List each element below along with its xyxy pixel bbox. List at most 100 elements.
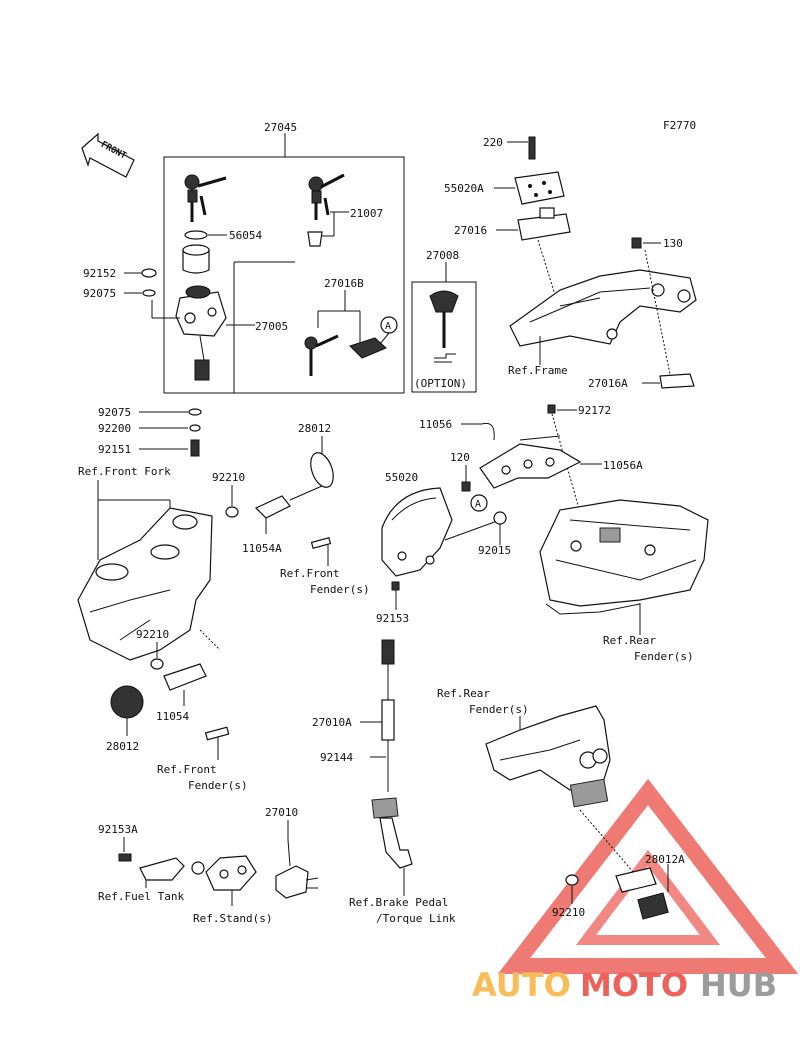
reflector-28012-icon [310, 452, 334, 488]
marker-a-label-2: A [475, 499, 481, 510]
label-92210-rear: 92210 [552, 906, 585, 919]
frame-group: 220 55020A 27016 130 Ref.Frame 27016A [444, 136, 697, 390]
washer-92075-icon [142, 289, 156, 297]
bracket-11054A-icon [254, 495, 291, 519]
ref-brake-b: /Torque Link [376, 912, 456, 925]
brake-pedal-pad-icon [371, 797, 399, 819]
key-icon [184, 174, 227, 222]
label-92144: 92144 [320, 751, 353, 764]
mid-bracket-group: 92172 11056 120 11056A A 55020 92015 921… [376, 404, 643, 625]
label-92152: 92152 [83, 267, 116, 280]
ref-rear-fender-1a: Ref.Rear [603, 634, 656, 647]
label-27045: 27045 [264, 121, 297, 134]
ref-front-fork-label: Ref.Front Fork [78, 465, 171, 478]
label-92210-lower: 92210 [136, 628, 169, 641]
stand-bracket-icon [205, 855, 257, 891]
label-27008: 27008 [426, 249, 459, 262]
brake-switch-27010A-icon [381, 699, 395, 741]
bracket-11054-icon [163, 663, 207, 691]
rear-fender-group-1: Ref.Rear Fender(s) [539, 499, 709, 663]
spacer-92015-icon [493, 511, 507, 525]
screw-220-icon [528, 136, 536, 160]
label-92172: 92172 [578, 404, 611, 417]
cover-55020-icon [381, 487, 453, 577]
reflector-28012A-icon [637, 892, 669, 920]
nut-92210-rear-icon [565, 874, 579, 886]
front-fork-group: Ref.Front Fork 92210 11054A 28012 Ref.Fr… [77, 422, 370, 792]
stand-switch-27010-icon [275, 865, 309, 899]
blank-key-icon [429, 290, 459, 313]
label-21007: 21007 [350, 207, 383, 220]
bolt-front-fender-icon [310, 537, 332, 549]
nut-92210-icon [225, 506, 239, 518]
label-92153: 92153 [376, 612, 409, 625]
bracket-55020A-icon [514, 171, 565, 205]
clip-11056-icon [481, 422, 495, 441]
ref-front-fender-1a: Ref.Front [280, 567, 340, 580]
label-120: 120 [450, 451, 470, 464]
ref-fuel-tank-label: Ref.Fuel Tank [98, 890, 184, 903]
watermark-text-auto: AUTO [472, 966, 571, 1004]
watermark-triangle-inner [575, 849, 721, 945]
label-11054: 11054 [156, 710, 189, 723]
label-130: 130 [663, 237, 683, 250]
rear-fender-group-2: Ref.Rear Fender(s) 28012A 92210 [437, 687, 685, 920]
ref-brake-a: Ref.Brake Pedal [349, 896, 448, 909]
brake-switch-group: 27010A 92144 Ref.Brake Pedal /Torque Lin… [312, 639, 456, 925]
bolt-92153A-icon [118, 853, 132, 862]
ref-rear-fender-2b: Fender(s) [469, 703, 529, 716]
bolt-92153-icon [391, 581, 400, 591]
watermark: AUTO MOTO HUB [472, 778, 799, 1004]
nut-92210-lower-icon [150, 658, 164, 670]
label-55020: 55020 [385, 471, 418, 484]
ref-frame-label: Ref.Frame [508, 364, 568, 377]
label-11054A: 11054A [242, 542, 282, 555]
label-92075-lower: 92075 [98, 406, 131, 419]
frame-icon [509, 269, 697, 347]
front-direction-arrow: FRONT [81, 132, 135, 178]
label-27016: 27016 [454, 224, 487, 237]
brake-pedal-icon [379, 817, 413, 869]
connector-icon [381, 639, 395, 665]
label-27005: 27005 [255, 320, 288, 333]
bolt-130-icon [631, 237, 642, 249]
washer-92200-icon [189, 424, 201, 432]
marker-a-label: A [385, 321, 391, 332]
label-92200: 92200 [98, 422, 131, 435]
label-92210: 92210 [212, 471, 245, 484]
watermark-triangle-logo [497, 778, 799, 974]
key-set-21007-icon [307, 173, 345, 247]
ignition-switch-27005-icon [175, 285, 227, 381]
ref-stand-label: Ref.Stand(s) [193, 912, 272, 925]
rear-fender-icon [539, 499, 709, 607]
left-fasteners-group: 92152 92075 92075 92200 92151 [83, 267, 202, 457]
ref-front-fender-2a: Ref.Front [157, 763, 217, 776]
bolt-92151-icon [190, 439, 200, 457]
ref-rear-fender-2a: Ref.Rear [437, 687, 490, 700]
label-55020A: 55020A [444, 182, 484, 195]
bracket-plate-icon [615, 867, 657, 893]
nut-92152-icon [141, 268, 157, 278]
ref-rear-fender-1b: Fender(s) [634, 650, 694, 663]
label-11056A: 11056A [603, 459, 643, 472]
label-92015: 92015 [478, 544, 511, 557]
fork-bracket-icon [77, 507, 213, 661]
label-92153A: 92153A [98, 823, 138, 836]
bolt-front-fender-2-icon [204, 726, 230, 741]
ref-front-fender-2b: Fender(s) [188, 779, 248, 792]
bolt-120-icon [461, 481, 471, 492]
label-28012-lower: 28012 [106, 740, 139, 753]
lock-27016A-icon [659, 373, 695, 389]
label-27016B: 27016B [324, 277, 364, 290]
label-92075: 92075 [83, 287, 116, 300]
label-27016A: 27016A [588, 377, 628, 390]
ref-front-fender-1b: Fender(s) [310, 583, 370, 596]
bolt-92172-icon [547, 404, 556, 414]
stand-switch-group: 92153A Ref.Fuel Tank Ref.Stand(s) 27010 [98, 806, 319, 925]
reflector-28012-lower-icon [110, 685, 144, 719]
label-92151: 92151 [98, 443, 131, 456]
washer-56054-icon [184, 230, 208, 240]
fuel-tank-bracket-icon [139, 857, 185, 881]
key-set-27016B-icon [304, 334, 387, 376]
